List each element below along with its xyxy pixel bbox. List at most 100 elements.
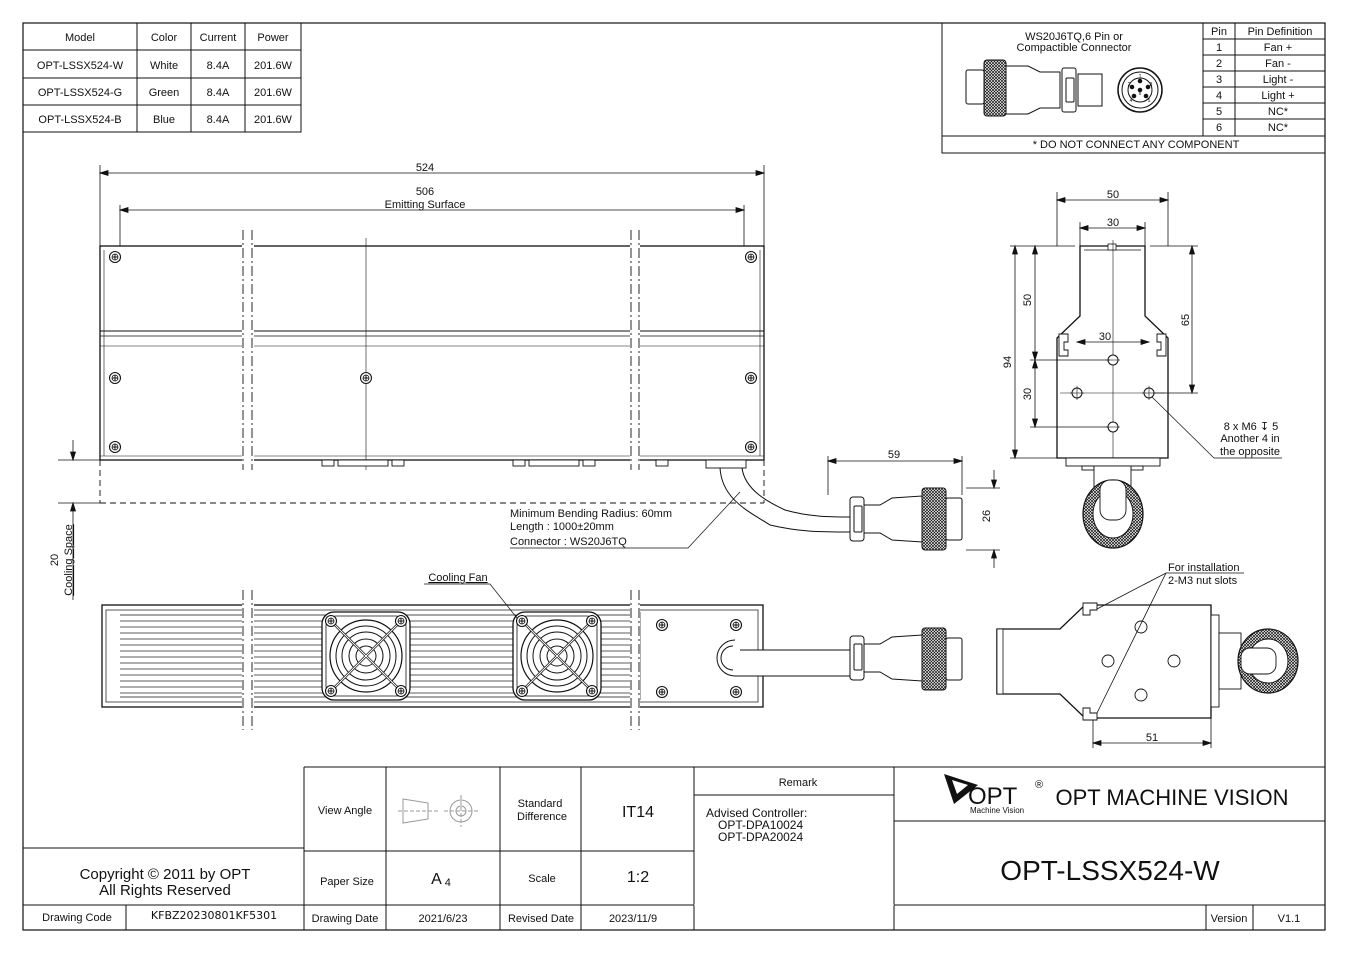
face-pin-label: 5: [1148, 98, 1151, 104]
standard-diff-label: Standard: [518, 798, 563, 810]
face-pin-label: 6: [1139, 91, 1142, 97]
dim-side-height-right: 65: [1180, 314, 1192, 326]
connector-title-2: Compactible Connector: [1017, 42, 1132, 54]
logo-subtitle: Machine Vision: [970, 806, 1024, 815]
pin-number: 2: [1216, 58, 1222, 70]
pin-definition: NC*: [1268, 122, 1289, 134]
dim-emitting-label: Emitting Surface: [385, 199, 466, 211]
remark-controller-1: OPT-DPA10024: [718, 818, 803, 832]
dim-hole-spacing: 30: [1099, 331, 1111, 343]
dim-side-width: 50: [1107, 189, 1119, 201]
version: V1.1: [1278, 913, 1301, 925]
revised-date-label: Revised Date: [508, 913, 574, 925]
dim-cooling-space: 20: [49, 554, 61, 566]
spec-cell: OPT-LSSX524-B: [38, 114, 121, 126]
cable-note-length: Length : 1000±20mm: [510, 521, 614, 533]
third-angle-projection-icon: [398, 795, 478, 827]
holes-note-side: the opposite: [1220, 446, 1280, 458]
scale: 1:2: [627, 869, 649, 886]
dim-emitting-length: 506: [416, 186, 434, 198]
copyright: Copyright © 2011 by OPT: [80, 866, 251, 883]
company-name: OPT MACHINE VISION: [1055, 785, 1288, 810]
connector-face-drawing: [1117, 67, 1163, 113]
face-pin-label: 4: [1130, 98, 1133, 104]
dim-connector-length: 59: [888, 449, 900, 461]
pin-definition: NC*: [1268, 106, 1289, 118]
cable-note-radius: Minimum Bending Radius: 60mm: [510, 508, 672, 520]
dim-cooling-label: Cooling Space: [63, 524, 75, 596]
pin-number: 5: [1216, 106, 1222, 118]
spec-header-current: Current: [200, 32, 237, 44]
spec-cell: White: [150, 60, 178, 72]
version-label: Version: [1211, 913, 1248, 925]
holes-note-opposite: Another 4 in: [1220, 433, 1279, 445]
connector-info: WS20J6TQ,6 Pin or Compactible Connector …: [941, 22, 1326, 154]
face-pin-label: 1: [1139, 74, 1142, 80]
connector-title: WS20J6TQ,6 Pin or: [1025, 31, 1123, 43]
logo-text: OPT: [968, 783, 1018, 810]
spec-cell: OPT-LSSX524-G: [38, 87, 122, 99]
spec-cell: 201.6W: [254, 60, 293, 72]
view-angle-label: View Angle: [318, 805, 372, 817]
spec-cell: Green: [149, 87, 180, 99]
copyright-rights: All Rights Reserved: [99, 882, 231, 899]
holes-depth-symbol: ↧: [1260, 421, 1269, 433]
spec-cell: 8.4A: [207, 60, 230, 72]
pin-header: Pin: [1211, 26, 1227, 38]
drawing-code-label: Drawing Code: [42, 912, 112, 924]
cable-note-connector: Connector : WS20J6TQ: [510, 536, 627, 548]
spec-cell: 201.6W: [254, 87, 293, 99]
install-note: For installation: [1168, 562, 1240, 574]
connector-note: * DO NOT CONNECT ANY COMPONENT: [1033, 139, 1240, 151]
revised-date: 2023/11/9: [609, 913, 657, 925]
holes-note-size: 8 x M6: [1224, 421, 1257, 433]
drawing-date-label: Drawing Date: [312, 913, 379, 925]
remark-controller: Advised Controller:: [706, 806, 807, 820]
spec-header-color: Color: [151, 32, 178, 44]
pin-definition: Light -: [1263, 74, 1294, 86]
standard-diff-label-2: Difference: [517, 811, 567, 823]
holes-depth: 5: [1272, 421, 1278, 433]
standard-diff: IT14: [622, 804, 654, 821]
scale-label: Scale: [528, 873, 556, 885]
model-number: OPT-LSSX524-W: [1000, 855, 1220, 886]
spec-table: Model Color Current Power OPT-LSSX524-W …: [22, 22, 302, 133]
face-pin-label: 3: [1150, 82, 1153, 88]
bottom-view: Cooling Fan: [101, 572, 963, 730]
face-pin-label: 2: [1128, 82, 1131, 88]
dim-bottom-width: 51: [1146, 732, 1158, 744]
opt-logo: OPT ® Machine Vision: [944, 774, 1043, 815]
dim-side-total-height: 94: [1002, 356, 1014, 368]
pin-def-header: Pin Definition: [1248, 26, 1313, 38]
end-view: 51 For installation 2-M3 nut slots: [996, 562, 1299, 748]
spec-cell: Blue: [153, 114, 175, 126]
remark-label: Remark: [779, 777, 818, 789]
paper-size-label: Paper Size: [320, 876, 374, 888]
holes-note-count: 8 x M6 ↧ 5: [1224, 421, 1278, 433]
pin-number: 1: [1216, 42, 1222, 54]
pin-definition: Fan -: [1265, 58, 1291, 70]
paper-size-number: 4: [445, 877, 451, 889]
pin-definition: Light +: [1261, 90, 1294, 102]
pin-number: 3: [1216, 74, 1222, 86]
spec-cell: 8.4A: [207, 114, 230, 126]
dim-total-length: 524: [416, 162, 434, 174]
logo-registered: ®: [1035, 779, 1043, 791]
dim-connector-diameter: 26: [981, 510, 993, 522]
drawing-code: KFBZ20230801KF5301: [151, 909, 277, 922]
spec-header-power: Power: [257, 32, 289, 44]
pin-definition: Fan +: [1264, 42, 1292, 54]
pin-number: 6: [1216, 122, 1222, 134]
drawing-date: 2021/6/23: [419, 913, 468, 925]
remark-controller-2: OPT-DPA20024: [718, 830, 803, 844]
dim-side-upper-height: 50: [1022, 294, 1034, 306]
pin-number: 4: [1216, 90, 1222, 102]
spec-cell: 201.6W: [254, 114, 293, 126]
side-view: 50 30: [1002, 189, 1282, 549]
connector-side-drawing: [965, 59, 1103, 117]
spec-cell: OPT-LSSX524-W: [37, 60, 124, 72]
dim-side-top-width: 30: [1107, 217, 1119, 229]
front-view: 524 506 Emitting Surface: [49, 162, 1000, 600]
